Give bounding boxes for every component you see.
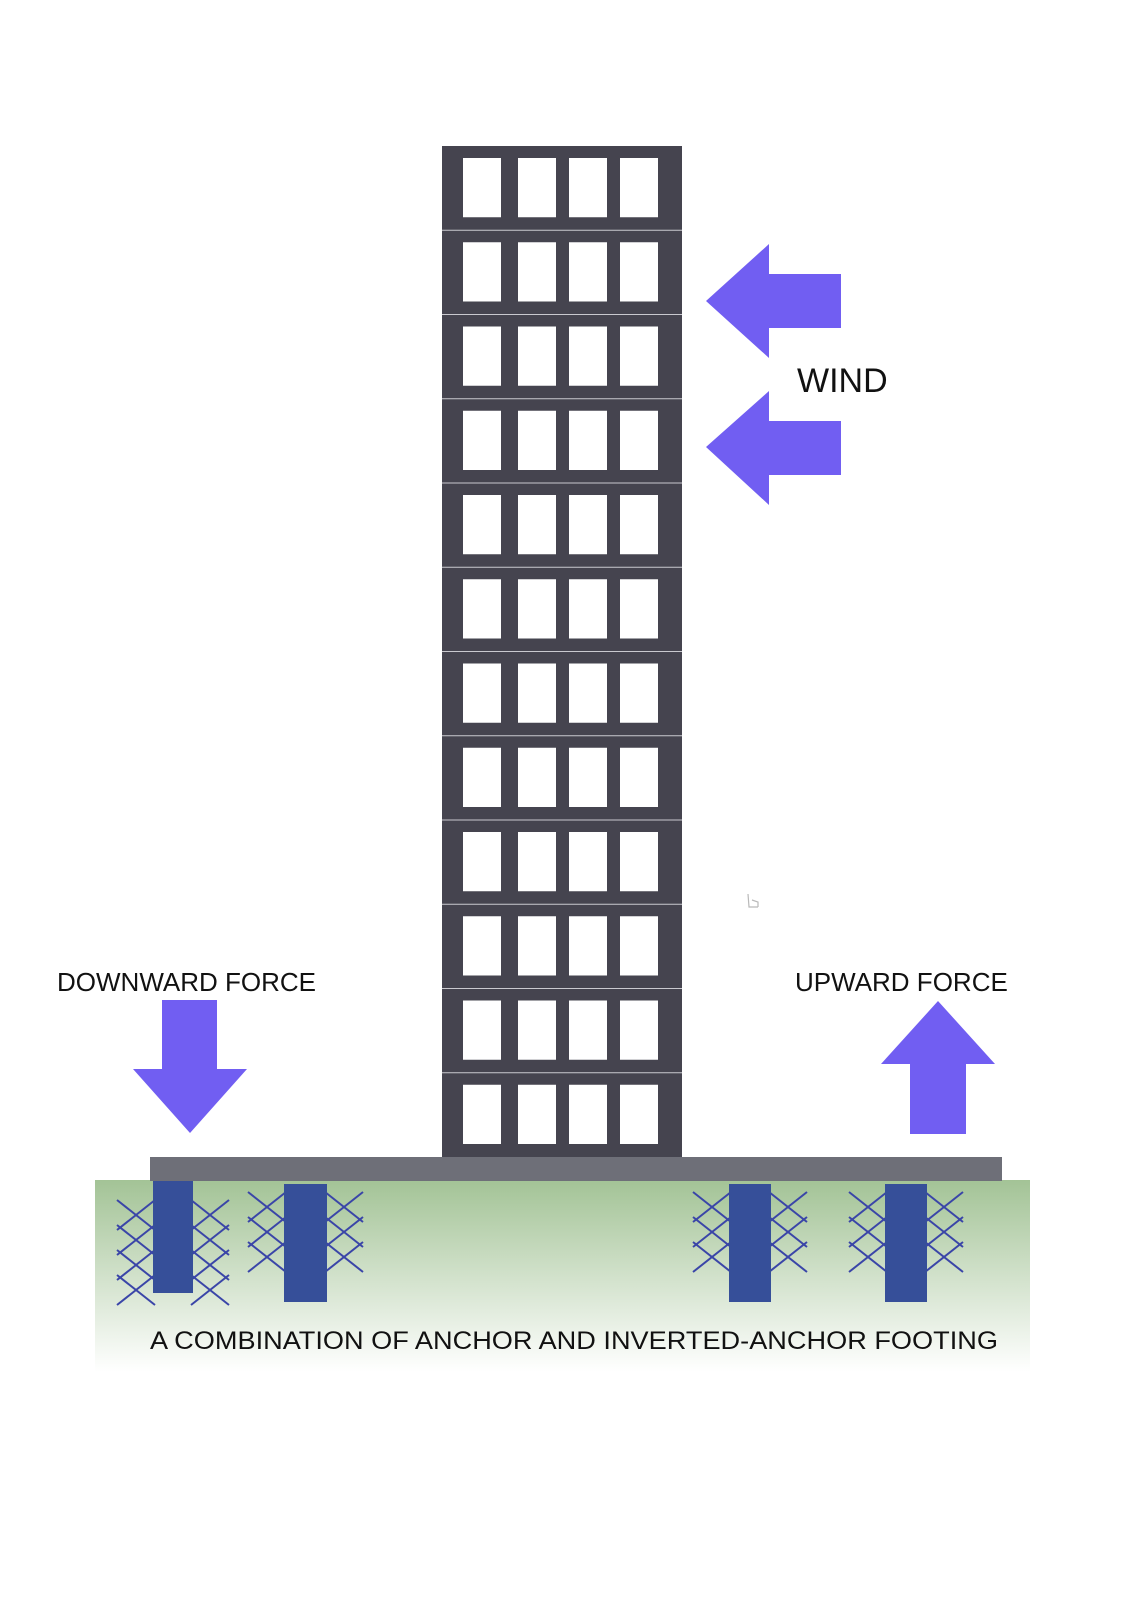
window <box>518 663 556 723</box>
window <box>569 832 607 892</box>
anchor-line <box>324 1191 364 1223</box>
piles <box>116 1181 964 1306</box>
anchor-line <box>116 1199 156 1231</box>
window <box>463 832 501 892</box>
anchor-line <box>190 1199 230 1231</box>
anchor-line <box>247 1191 287 1223</box>
window <box>463 663 501 723</box>
window <box>569 579 607 639</box>
pile <box>729 1184 771 1302</box>
window <box>569 1084 607 1144</box>
window <box>620 326 658 386</box>
window <box>463 410 501 470</box>
anchor-line <box>848 1216 888 1248</box>
anchor-line <box>924 1216 964 1248</box>
anchor-line <box>190 1224 230 1256</box>
anchor-pile <box>692 1184 808 1302</box>
window <box>463 1084 501 1144</box>
anchor-line <box>190 1249 230 1281</box>
window <box>620 158 658 218</box>
window <box>569 326 607 386</box>
anchor-line <box>768 1241 808 1273</box>
window <box>518 410 556 470</box>
anchor-line <box>247 1241 287 1273</box>
window <box>463 242 501 302</box>
window <box>518 579 556 639</box>
window <box>463 326 501 386</box>
window <box>518 495 556 555</box>
wind-label: WIND <box>797 362 888 400</box>
anchor-line <box>924 1241 964 1273</box>
window <box>620 663 658 723</box>
window <box>569 747 607 807</box>
window <box>620 1000 658 1060</box>
anchor-line <box>924 1191 964 1223</box>
pile <box>153 1181 193 1293</box>
window <box>620 242 658 302</box>
window <box>518 326 556 386</box>
building <box>442 146 682 1157</box>
window <box>518 1000 556 1060</box>
arrow-left-icon <box>706 244 841 358</box>
arrow-up-icon <box>881 1001 995 1134</box>
window <box>569 1000 607 1060</box>
window <box>620 1084 658 1144</box>
window <box>463 158 501 218</box>
window <box>620 747 658 807</box>
window <box>569 158 607 218</box>
anchor-line <box>324 1241 364 1273</box>
window <box>518 1084 556 1144</box>
anchor-line <box>692 1191 732 1223</box>
window <box>518 747 556 807</box>
window <box>518 242 556 302</box>
arrow-down-icon <box>133 1000 247 1133</box>
window <box>569 916 607 976</box>
stray-mark <box>747 893 759 908</box>
window <box>620 495 658 555</box>
anchor-pile <box>247 1184 364 1302</box>
window <box>518 158 556 218</box>
window <box>463 495 501 555</box>
window <box>620 410 658 470</box>
pile <box>284 1184 327 1302</box>
window <box>463 916 501 976</box>
anchor-line <box>768 1191 808 1223</box>
anchor-line <box>692 1241 732 1273</box>
window <box>463 579 501 639</box>
pile <box>885 1184 927 1302</box>
anchor-line <box>116 1249 156 1281</box>
anchor-pile <box>116 1181 230 1306</box>
window <box>569 410 607 470</box>
anchor-line <box>848 1191 888 1223</box>
window <box>569 242 607 302</box>
arrow-left-icon <box>706 391 841 505</box>
anchor-line <box>324 1216 364 1248</box>
anchor-line <box>692 1216 732 1248</box>
anchor-line <box>190 1274 230 1306</box>
anchor-line <box>768 1216 808 1248</box>
window <box>518 832 556 892</box>
upward-force-label: UPWARD FORCE <box>795 967 1008 997</box>
anchor-pile <box>848 1184 964 1302</box>
anchor-line <box>116 1224 156 1256</box>
caption: A COMBINATION OF ANCHOR AND INVERTED-ANC… <box>150 1327 998 1355</box>
downward-force-label: DOWNWARD FORCE <box>57 967 316 997</box>
window <box>463 1000 501 1060</box>
window <box>518 916 556 976</box>
window <box>620 832 658 892</box>
foundation-slab <box>150 1157 1002 1181</box>
window <box>569 663 607 723</box>
anchor-line <box>247 1216 287 1248</box>
anchor-line <box>848 1241 888 1273</box>
anchor-line <box>116 1274 156 1306</box>
window <box>569 495 607 555</box>
window <box>620 579 658 639</box>
window <box>463 747 501 807</box>
window <box>620 916 658 976</box>
